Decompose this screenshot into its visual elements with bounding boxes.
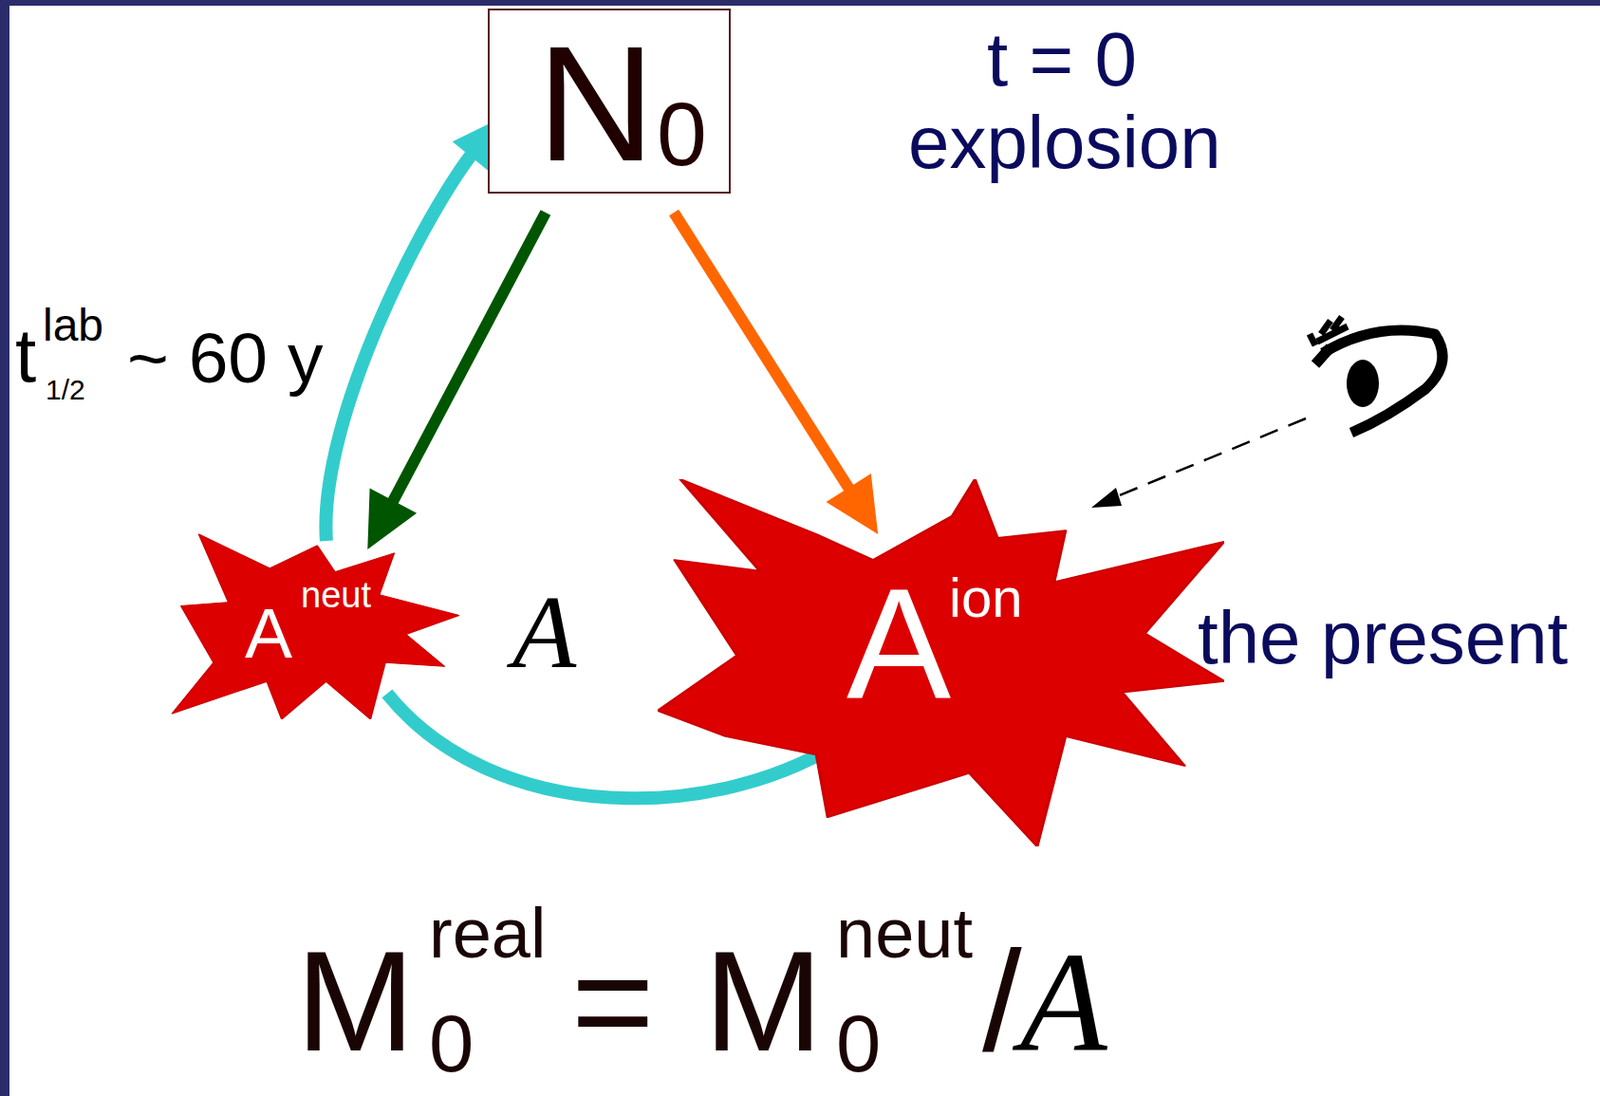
connector-curve <box>325 148 476 541</box>
arrowhead <box>826 473 879 535</box>
eye-outline <box>1322 330 1443 433</box>
view-line <box>1110 418 1306 500</box>
arrowhead <box>367 488 417 550</box>
connector-line <box>673 212 855 498</box>
node-label: N <box>537 21 655 186</box>
subscript: 1/2 <box>45 375 86 405</box>
state-box: N0 <box>487 8 731 194</box>
time-label: the present <box>1197 600 1568 675</box>
superscript: real <box>428 898 546 969</box>
view-arrowhead <box>1091 487 1122 508</box>
superscript: neut <box>836 898 973 969</box>
eye-lashes <box>1309 316 1348 346</box>
superscript: neut <box>300 576 372 614</box>
burst-shape: Aneut <box>163 530 460 720</box>
formula-symbol: M <box>704 930 823 1073</box>
node-label: A <box>846 565 951 723</box>
node-label: A <box>244 597 293 670</box>
connector-arrow <box>673 212 878 535</box>
symbol: t <box>15 317 37 394</box>
subscript: 0 <box>836 1003 881 1084</box>
connector-arrow <box>325 117 502 541</box>
connector-arrow <box>367 212 546 550</box>
eye-outline <box>1315 347 1331 365</box>
burst-fill <box>171 534 460 720</box>
half-life-value: ~ 60 y <box>127 322 323 394</box>
burst-outline <box>163 530 460 720</box>
slide-frame <box>0 0 1600 6</box>
factor-symbol: A <box>512 579 577 685</box>
eye-pupil <box>1346 359 1379 408</box>
burst-shape: Aion <box>657 479 1225 847</box>
subscript: 0 <box>656 89 707 180</box>
eye-icon <box>1309 316 1443 433</box>
event-label: explosion <box>908 105 1222 180</box>
factor-symbol: A <box>1020 930 1108 1073</box>
burst-fill <box>657 479 1225 847</box>
formula-operator: = <box>571 930 655 1073</box>
slide-frame <box>0 0 10 1096</box>
formula-operator: / <box>982 930 1023 1073</box>
superscript: lab <box>42 302 104 349</box>
subscript: 0 <box>428 1003 474 1084</box>
formula-symbol: M <box>296 930 415 1073</box>
time-label: t = 0 <box>986 21 1137 98</box>
superscript: ion <box>948 570 1023 626</box>
